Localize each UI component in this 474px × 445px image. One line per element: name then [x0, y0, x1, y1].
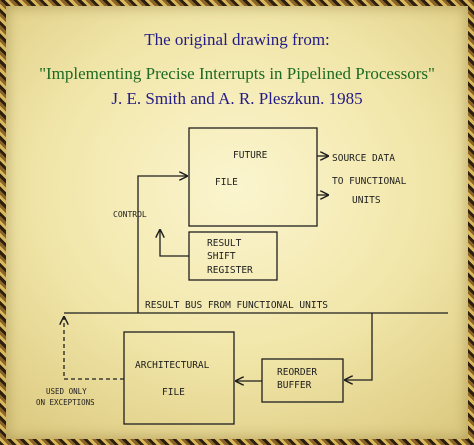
- control-label: CONTROL: [113, 210, 147, 219]
- result-bus-label: RESULT BUS FROM FUNCTIONAL UNITS: [145, 300, 328, 311]
- intro-text: The original drawing from:: [144, 30, 330, 49]
- source-data-label-2: TO FUNCTIONAL: [332, 176, 407, 187]
- shift-register-label-1: RESULT: [207, 238, 242, 249]
- future-file-label-1: FUTURE: [233, 150, 268, 161]
- exception-label-2: ON EXCEPTIONS: [36, 398, 95, 407]
- paper-authors: J. E. Smith and A. R. Pleszkun. 1985: [111, 89, 363, 108]
- future-file-label-2: FILE: [215, 177, 238, 188]
- source-data-label-3: UNITS: [352, 195, 381, 206]
- exception-label-1: USED ONLY: [46, 387, 87, 396]
- shift-register-label-2: SHIFT: [207, 251, 236, 262]
- bus-to-reorder-line: [345, 313, 373, 380]
- future-file-diagram: FUTURE FILE RESULT SHIFT REGISTER CONTRO…: [36, 127, 448, 425]
- bus-to-future-file-line: [137, 176, 187, 313]
- architectural-file-label-2: FILE: [162, 387, 185, 398]
- paper-title: "Implementing Precise Interrupts in Pipe…: [39, 64, 435, 83]
- control-line: [160, 230, 189, 257]
- architectural-file-box: [123, 331, 235, 425]
- content-panel: The original drawing from: "Implementing…: [6, 6, 468, 439]
- shift-register-label-3: REGISTER: [207, 265, 253, 276]
- future-file-box: [188, 127, 318, 227]
- source-data-label-1: SOURCE DATA: [332, 153, 395, 164]
- architectural-file-label-1: ARCHITECTURAL: [135, 360, 210, 371]
- exception-path-line: [64, 317, 124, 380]
- reorder-buffer-label-2: BUFFER: [277, 380, 312, 391]
- reorder-buffer-label-1: REORDER: [277, 367, 317, 378]
